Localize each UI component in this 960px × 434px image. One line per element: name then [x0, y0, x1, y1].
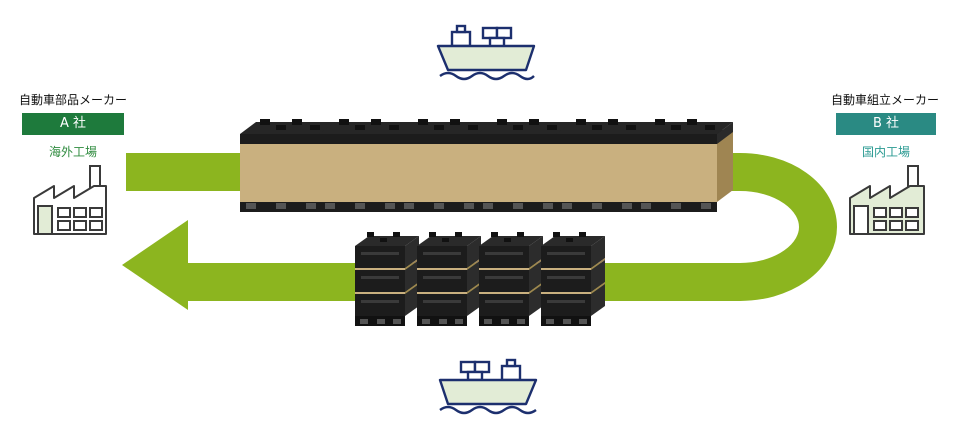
- loaded-container-row: [240, 119, 733, 212]
- left-company-role: 自動車部品メーカー: [18, 93, 127, 107]
- folded-stack-2: [417, 232, 481, 326]
- left-company-plant: 海外工場: [48, 145, 97, 159]
- folded-stack-4: [541, 232, 605, 326]
- folded-container-stacks: [355, 232, 605, 326]
- factory-icon: [33, 165, 107, 235]
- left-company-badge: A 社: [22, 113, 124, 135]
- loop-arrow-head: [122, 220, 188, 310]
- factory-icon: [849, 165, 925, 235]
- loop-arrow: [122, 153, 837, 310]
- loaded-container-6: [635, 119, 733, 212]
- right-company-plant: 国内工場: [861, 145, 910, 159]
- loop-arrow-body: [126, 153, 837, 301]
- cargo-ship-icon: [438, 358, 538, 415]
- folded-stack-1: [355, 232, 419, 326]
- right-company-badge: B 社: [836, 113, 936, 135]
- folded-stack-3: [479, 232, 543, 326]
- right-company-role: 自動車組立メーカー: [830, 93, 939, 107]
- cargo-ship-icon: [436, 24, 536, 81]
